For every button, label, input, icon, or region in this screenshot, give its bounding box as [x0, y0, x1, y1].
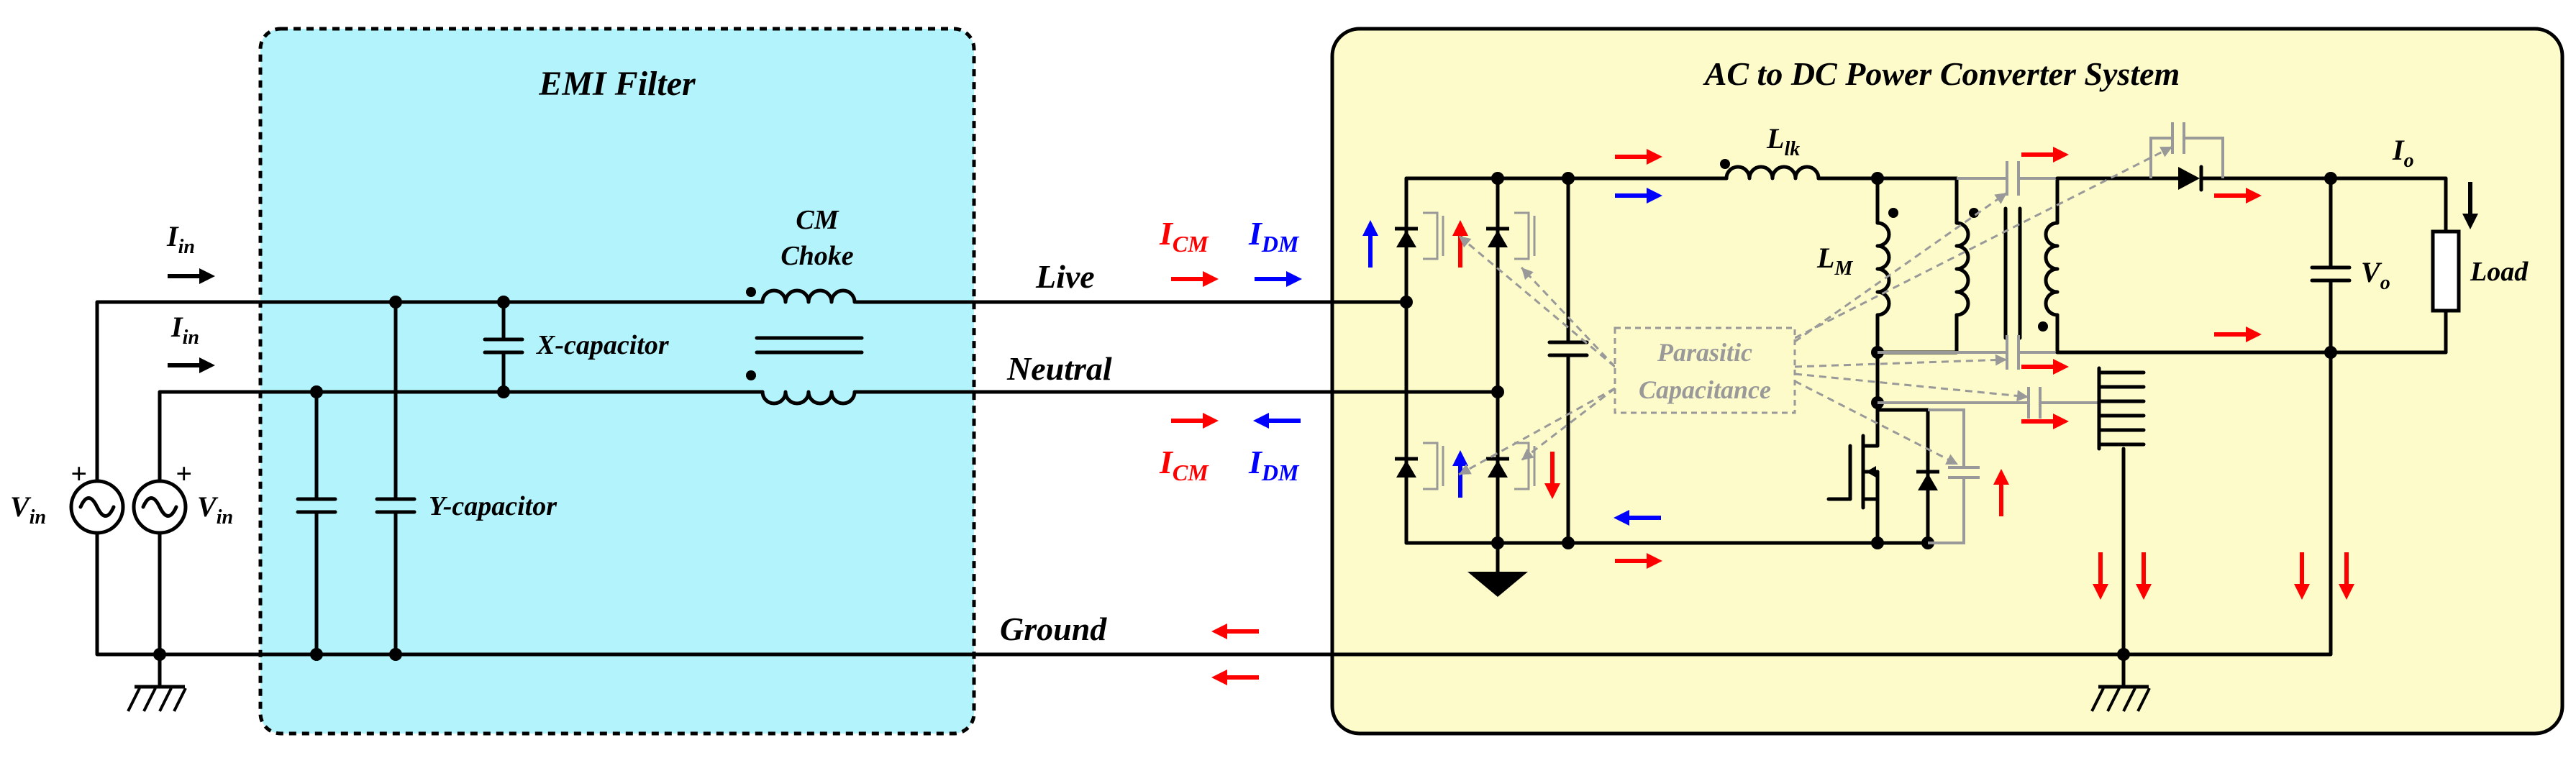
switch-parasitic-cap: [1928, 408, 1980, 544]
x-capacitor-label: X-capacitor: [536, 330, 670, 360]
bridge-rectifier: [1395, 172, 1575, 549]
live-label: Live: [1035, 258, 1095, 295]
icm-arrow-live: [1171, 271, 1219, 287]
parasitic-capacitance-box: [1614, 326, 1796, 414]
ground-symbol-left: [128, 687, 186, 711]
heatsink-cap: [1878, 387, 2099, 419]
idm-label-bottom: IDM: [1248, 444, 1300, 485]
load-label: Load: [2470, 257, 2529, 287]
ground-label: Ground: [1000, 611, 1107, 647]
parasitic-label-line1: Parasitic: [1657, 338, 1752, 367]
dc-ground-symbol: [1467, 541, 1528, 597]
parasitic-label-line2: Capacitance: [1639, 375, 1771, 404]
idm-arrow-neutral: [1253, 413, 1301, 429]
io-label: Io: [2392, 134, 2414, 172]
plus-sign-1: +: [70, 457, 87, 490]
lm-label: LM: [1816, 242, 1853, 280]
idm-arrow-live: [1255, 271, 1302, 287]
y-capacitor-2: [375, 300, 417, 657]
cm-choke-label-line1: CM: [796, 205, 839, 235]
voltage-source-1: [69, 458, 125, 628]
neutral-label: Neutral: [1006, 350, 1112, 387]
bulk-capacitor: [1547, 176, 1589, 545]
interwinding-cap-bottom: [1878, 335, 2057, 370]
cm-choke-label-line2: Choke: [780, 241, 853, 271]
parasitic-arrows: [1455, 141, 2175, 480]
vin-label-1: Vin: [10, 490, 46, 529]
icm-label-top: ICM: [1159, 215, 1209, 257]
icm-label-bottom: ICM: [1159, 444, 1209, 485]
llk-label: Llk: [1766, 122, 1800, 160]
transformer-secondary: [2038, 176, 2060, 355]
emi-filter-title: EMI Filter: [538, 65, 696, 103]
voltage-source-2: [132, 458, 188, 628]
leakage-inductor: [1720, 159, 1884, 185]
ground-current-arrow-2: [1211, 670, 1259, 685]
vo-label: Vo: [2361, 256, 2390, 294]
iin-label-live: Iin: [166, 220, 195, 258]
idm-label-top: IDM: [1248, 215, 1300, 257]
iin-arrow-live: [168, 268, 215, 284]
y-capacitor-1: [296, 390, 337, 657]
vin-label-2: Vin: [197, 490, 233, 529]
heatsink: [2097, 366, 2146, 661]
iin-label-neutral: Iin: [170, 311, 199, 349]
emi-filter-box: [258, 27, 976, 736]
magnetizing-inductor: [1871, 176, 1898, 409]
plus-sign-2: +: [176, 457, 192, 490]
mosfet-switch: [1826, 401, 1884, 549]
output-stage: [2055, 165, 2461, 592]
converter-bus: [1566, 176, 1930, 545]
x-capacitor: [483, 300, 524, 394]
ground-current-arrow-1: [1211, 623, 1259, 639]
iin-arrow-neutral: [168, 357, 215, 373]
cm-choke: [746, 287, 864, 406]
converter-box: [1330, 27, 2564, 736]
icm-arrow-neutral: [1171, 413, 1219, 429]
y-capacitor-label: Y-capacitor: [429, 491, 557, 521]
interwinding-cap-top: [1957, 161, 2057, 196]
output-diode-parasitic-cap: [2149, 122, 2224, 178]
converter-title: AC to DC Power Converter System: [1703, 55, 2180, 92]
